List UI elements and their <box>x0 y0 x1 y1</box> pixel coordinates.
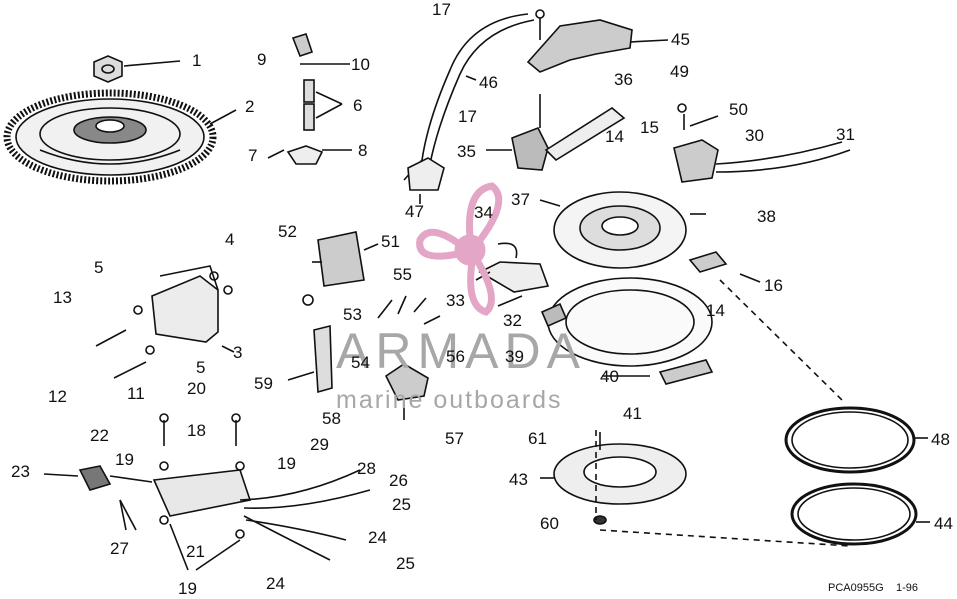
callout-43: 43 <box>509 470 528 489</box>
callout-11: 11 <box>127 384 145 403</box>
callout-30: 30 <box>745 126 764 145</box>
callout-19c: 19 <box>178 579 197 598</box>
callout-17a: 17 <box>432 0 451 19</box>
connector-leads <box>475 242 550 307</box>
callout-46: 46 <box>479 73 498 92</box>
rectifier <box>673 103 851 183</box>
watermark-logo <box>416 182 503 316</box>
callout-2: 2 <box>245 97 255 116</box>
callout-14a: 14 <box>605 127 624 146</box>
callout-10: 10 <box>351 55 370 74</box>
ignition-coil <box>486 94 626 171</box>
stator-plate <box>539 191 761 283</box>
callout-7: 7 <box>248 146 258 165</box>
callout-36: 36 <box>614 70 633 89</box>
callout-51: 51 <box>381 232 400 251</box>
callout-45: 45 <box>671 30 690 49</box>
power-pack <box>95 265 235 379</box>
callout-19b: 19 <box>277 454 296 473</box>
callout-23: 23 <box>11 462 30 481</box>
callout-5b: 5 <box>196 358 206 377</box>
callout-1: 1 <box>192 51 202 70</box>
callout-50: 50 <box>729 100 748 119</box>
solenoid-bracket <box>287 295 441 420</box>
callout-44: 44 <box>934 514 953 533</box>
callout-3: 3 <box>233 343 243 362</box>
timer-base <box>540 277 714 385</box>
callout-31: 31 <box>836 125 855 144</box>
callout-59: 59 <box>254 374 273 393</box>
callout-38: 38 <box>757 207 776 226</box>
callout-52: 52 <box>278 222 297 241</box>
callout-9: 9 <box>257 50 267 69</box>
callout-56: 56 <box>446 347 465 366</box>
callout-5a: 5 <box>94 258 104 277</box>
callout-32: 32 <box>503 311 522 330</box>
callout-19a: 19 <box>115 450 134 469</box>
callout-26: 26 <box>389 471 408 490</box>
callout-29: 29 <box>310 435 329 454</box>
watermark-name: ARMADA <box>336 323 586 379</box>
callout-21: 21 <box>186 542 205 561</box>
callout-28: 28 <box>357 459 376 478</box>
callout-41: 41 <box>623 404 642 423</box>
callout-25a: 25 <box>392 495 411 514</box>
callout-55: 55 <box>393 265 412 284</box>
callout-40: 40 <box>600 367 619 386</box>
spark-plug-leads <box>267 33 352 165</box>
callout-61: 61 <box>528 429 547 448</box>
callout-47: 47 <box>405 202 424 221</box>
callout-27: 27 <box>110 539 129 558</box>
cd-module <box>43 413 371 571</box>
watermark-tagline: marine outboards <box>336 386 563 414</box>
callout-24b: 24 <box>266 574 285 593</box>
callout-49: 49 <box>670 62 689 81</box>
callout-4: 4 <box>225 230 235 249</box>
callout-6: 6 <box>353 96 363 115</box>
trigger-harness <box>403 13 535 204</box>
callout-16: 16 <box>764 276 783 295</box>
callout-17b: 17 <box>458 107 477 126</box>
callout-39: 39 <box>505 347 524 366</box>
callout-34: 34 <box>474 203 493 222</box>
callout-15: 15 <box>640 118 659 137</box>
diagram-date: 1-96 <box>896 582 919 594</box>
callout-48: 48 <box>931 430 950 449</box>
callout-18: 18 <box>187 421 206 440</box>
callout-33: 33 <box>446 291 465 310</box>
callout-12: 12 <box>48 387 67 406</box>
diagram-code: PCA0955G <box>828 582 884 594</box>
callout-13: 13 <box>53 288 72 307</box>
terminal-block <box>302 231 379 306</box>
callout-54: 54 <box>351 353 370 372</box>
gaskets <box>784 406 930 546</box>
callout-25b: 25 <box>396 554 415 573</box>
flywheel <box>3 89 237 185</box>
sensor-coil-assembly <box>526 9 669 73</box>
callout-53: 53 <box>343 305 362 324</box>
callout-57: 57 <box>445 429 464 448</box>
callout-24a: 24 <box>368 528 387 547</box>
callout-35: 35 <box>457 142 476 161</box>
callout-8: 8 <box>358 141 368 160</box>
callout-60: 60 <box>540 514 559 533</box>
retainer-plate <box>540 432 687 525</box>
callout-37: 37 <box>511 190 530 209</box>
callout-22: 22 <box>90 426 109 445</box>
callout-20: 20 <box>187 379 206 398</box>
callout-14b: 14 <box>706 301 725 320</box>
flywheel-nut <box>93 55 181 83</box>
callout-58: 58 <box>322 409 341 428</box>
phantom-lines <box>595 279 851 547</box>
